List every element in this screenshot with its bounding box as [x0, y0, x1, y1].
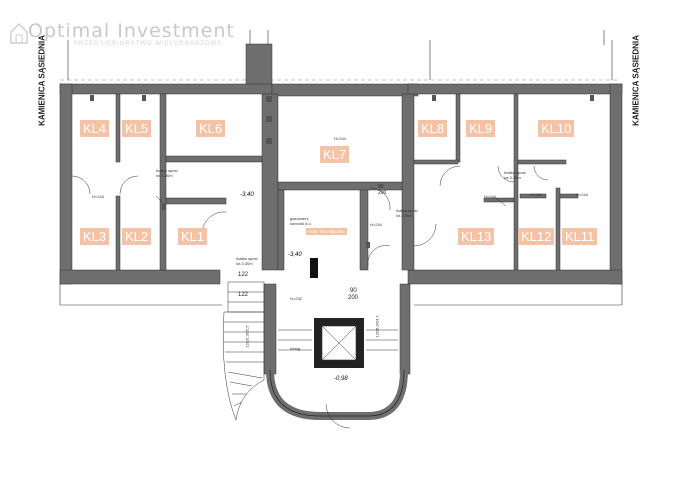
logo-title: Optimal Investment: [28, 20, 235, 42]
drain-note: kratka spust na 3,30m: [504, 170, 526, 180]
room-kl11: KL11: [562, 228, 598, 245]
height-note: H=244: [334, 136, 346, 141]
height-note: H=244: [530, 192, 542, 197]
drain-note: kratka spust na 3,30m: [236, 256, 258, 266]
room-kl13: KL13: [458, 228, 495, 245]
door-dimension-bottom: 200: [348, 295, 359, 301]
level-mark: -3,40: [240, 192, 254, 198]
height-note: H=244: [576, 192, 588, 197]
room-kl3: KL3: [80, 228, 110, 245]
room-kl8: KL8: [418, 120, 448, 137]
room-kl6: KL6: [196, 120, 226, 137]
door-dimension-top: 90: [378, 184, 384, 190]
room-kl4: KL4: [80, 120, 110, 137]
height-note: H=244: [484, 194, 496, 199]
drain-note: kratka spust na 3,30m: [156, 168, 178, 178]
room-kl1: KL1: [178, 228, 208, 245]
stair-note: 12/16,3/24,7: [374, 315, 380, 338]
door-dimension-top: 90: [350, 288, 357, 294]
logo-subtitle: PRZEDSIĘBIORSTWO WIELOBRANŻOWE: [74, 41, 223, 47]
height-note: H=232: [290, 296, 302, 301]
gas-meter-note: gazomierz komórki d.o.: [290, 216, 312, 226]
door-dimension-bottom: 200: [378, 190, 387, 196]
dimension: 122: [238, 292, 249, 298]
level-mark: -0,98: [334, 376, 348, 382]
dimension: 122: [238, 272, 249, 278]
elevator-note: dźwig: [290, 346, 301, 351]
drain-note: kratka spust na 3,30m: [396, 208, 418, 218]
room-kl5: KL5: [122, 120, 152, 137]
company-logo: Optimal Investment PRZEDSIĘBIORSTWO WIEL…: [10, 20, 240, 50]
room-kl12: KL12: [518, 228, 555, 245]
stair-note: 12/16,3/25,5: [244, 325, 250, 348]
room-kl10: KL10: [538, 120, 575, 137]
height-note: H=244: [370, 222, 382, 227]
level-mark: -3,40: [288, 252, 302, 258]
room-kl2: KL2: [122, 228, 152, 245]
tech-room-label: POM. TECHNICZNE: [306, 228, 348, 235]
height-note: H=244: [92, 194, 104, 199]
house-logo-icon: [10, 22, 28, 44]
room-kl7: KL7: [320, 146, 350, 163]
room-kl9: KL9: [466, 120, 496, 137]
